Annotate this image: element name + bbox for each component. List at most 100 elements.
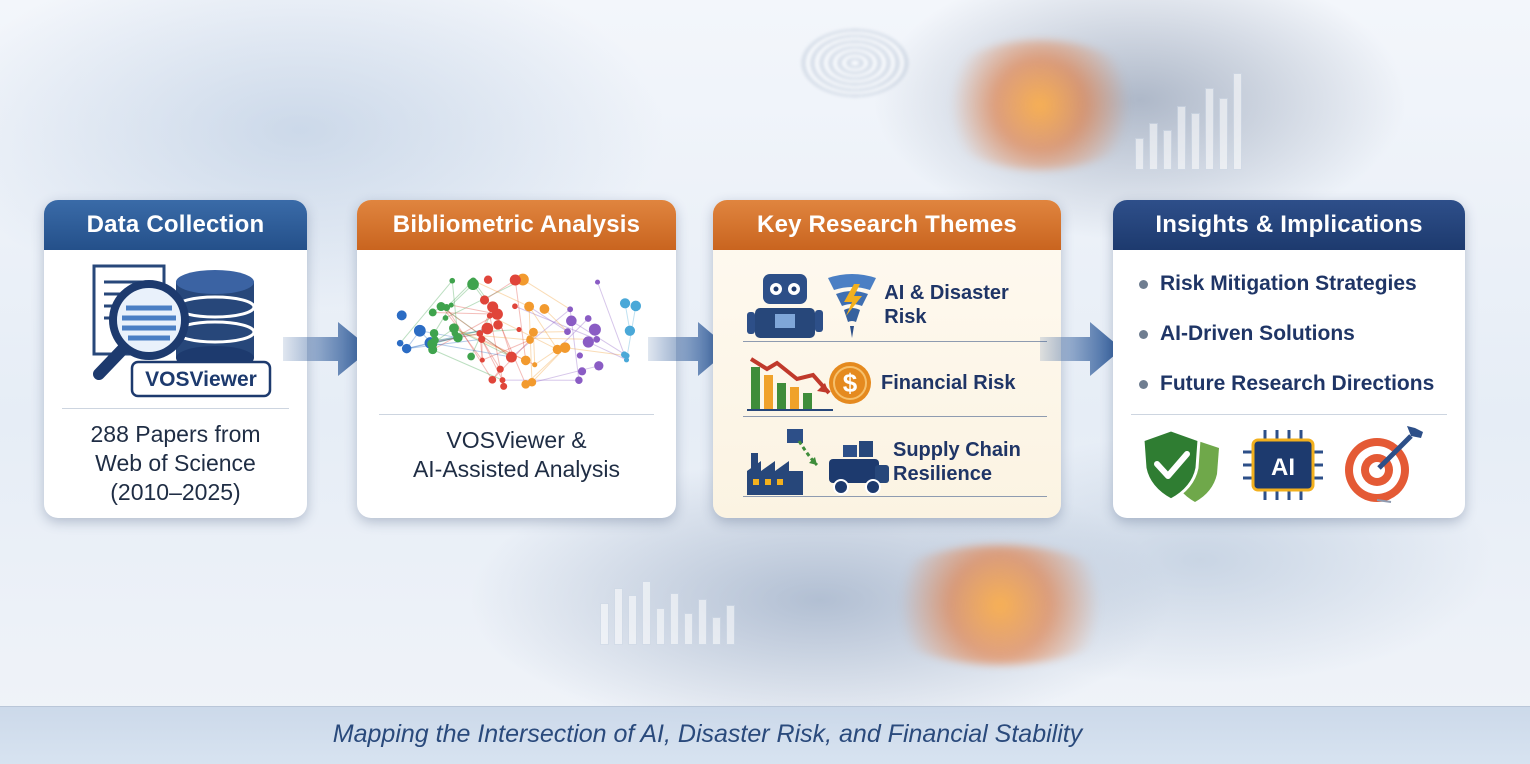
network-node bbox=[532, 362, 537, 367]
network-node bbox=[516, 327, 521, 332]
chip-label: AI bbox=[1271, 454, 1295, 481]
robot-icon bbox=[743, 270, 830, 340]
network-node bbox=[470, 277, 476, 283]
network-node bbox=[510, 274, 521, 285]
card-divider bbox=[379, 414, 654, 415]
network-node bbox=[539, 304, 549, 314]
network-node bbox=[430, 329, 439, 338]
dollar-coin-icon: $ bbox=[827, 360, 873, 406]
network-node bbox=[620, 298, 630, 308]
network-node bbox=[482, 323, 494, 335]
network-node bbox=[467, 353, 475, 361]
theme-divider bbox=[743, 341, 1047, 342]
stage-card-key-research-themes: Key Research Themes AI & Disaster Risk bbox=[713, 200, 1061, 518]
network-edge bbox=[433, 350, 503, 380]
network-node bbox=[493, 320, 503, 330]
network-node bbox=[480, 295, 489, 304]
network-node bbox=[449, 303, 454, 308]
network-node bbox=[487, 313, 493, 319]
network-node bbox=[528, 378, 536, 386]
insight-bullet: AI-Driven Solutions bbox=[1139, 322, 1355, 346]
stage-card-bibliometric-analysis: Bibliometric Analysis VOSViewer & AI-Ass… bbox=[357, 200, 676, 518]
network-node bbox=[429, 309, 437, 317]
theme-label-multiline: Supply Chain Resilience bbox=[893, 438, 1021, 486]
network-node bbox=[527, 336, 532, 341]
network-node bbox=[577, 352, 583, 358]
caption-line: Web of Science bbox=[44, 449, 307, 478]
network-node bbox=[595, 280, 600, 285]
network-node bbox=[487, 301, 498, 312]
bibliometric-caption: VOSViewer & AI-Assisted Analysis bbox=[357, 426, 676, 484]
svg-text:$: $ bbox=[843, 368, 858, 398]
theme-label-line: Resilience bbox=[893, 462, 1021, 486]
network-node bbox=[593, 336, 600, 343]
theme-ai-disaster-risk: AI & Disaster Risk bbox=[723, 270, 1051, 340]
caption-line: 288 Papers from bbox=[44, 420, 307, 449]
ai-chip-icon: AI bbox=[1241, 426, 1325, 504]
network-node bbox=[631, 301, 642, 312]
network-node bbox=[564, 328, 571, 335]
network-node bbox=[414, 325, 426, 337]
network-node bbox=[625, 326, 635, 336]
network-edge bbox=[515, 280, 525, 360]
network-node bbox=[567, 306, 573, 312]
wildfire-graphic-bottom bbox=[870, 545, 1130, 665]
bullet-text: Risk Mitigation Strategies bbox=[1160, 272, 1417, 296]
network-node bbox=[443, 315, 449, 321]
footer-tagline: Mapping the Intersection of AI, Disaster… bbox=[0, 720, 1415, 749]
network-edge bbox=[400, 281, 452, 344]
network-node bbox=[529, 328, 538, 337]
network-node bbox=[578, 367, 586, 375]
network-node bbox=[397, 310, 407, 320]
caption-line: AI-Assisted Analysis bbox=[357, 455, 676, 484]
network-node bbox=[583, 336, 594, 347]
network-node bbox=[500, 383, 507, 390]
network-node bbox=[500, 377, 506, 383]
network-node bbox=[452, 330, 459, 337]
network-node bbox=[585, 315, 592, 322]
truck-icon bbox=[819, 425, 891, 499]
network-node bbox=[484, 276, 492, 284]
wildfire-graphic-top bbox=[930, 40, 1150, 170]
stage-card-data-collection: Data Collection VOSViewer 288 Pap bbox=[44, 200, 307, 518]
data-collection-caption: 288 Papers from Web of Science (2010–202… bbox=[44, 420, 307, 507]
network-node bbox=[524, 302, 534, 312]
network-edge bbox=[533, 332, 534, 364]
network-node bbox=[553, 345, 562, 354]
vosviewer-logo: VOSViewer bbox=[145, 368, 257, 391]
stage-title: Insights & Implications bbox=[1113, 200, 1465, 250]
insight-bullet: Future Research Directions bbox=[1139, 372, 1434, 396]
card-divider bbox=[62, 408, 289, 409]
bullet-text: Future Research Directions bbox=[1160, 372, 1434, 396]
theme-label: AI & Disaster Risk bbox=[884, 281, 1051, 329]
network-node bbox=[497, 366, 504, 373]
vosviewer-logo-text: VOSViewer bbox=[145, 368, 257, 391]
stage-title: Key Research Themes bbox=[713, 200, 1061, 250]
network-node bbox=[589, 324, 601, 336]
network-node bbox=[402, 344, 411, 353]
card-divider bbox=[1131, 414, 1447, 415]
network-node bbox=[521, 356, 531, 366]
bullet-dot bbox=[1139, 380, 1148, 389]
network-node bbox=[437, 302, 446, 311]
bullet-dot bbox=[1139, 330, 1148, 339]
network-node bbox=[397, 340, 404, 347]
caption-line: (2010–2025) bbox=[44, 478, 307, 507]
insight-bullet: Risk Mitigation Strategies bbox=[1139, 272, 1417, 296]
network-graph-icon bbox=[357, 256, 676, 416]
network-edge bbox=[529, 307, 532, 383]
falling-bars-icon bbox=[747, 353, 833, 413]
caption-line: VOSViewer & bbox=[357, 426, 676, 455]
target-icon bbox=[1337, 424, 1427, 504]
bullet-text: AI-Driven Solutions bbox=[1160, 322, 1355, 346]
hurricane-graphic bbox=[800, 28, 910, 98]
network-edge bbox=[598, 282, 625, 355]
stage-title: Data Collection bbox=[44, 200, 307, 250]
stage-title: Bibliometric Analysis bbox=[357, 200, 676, 250]
network-node bbox=[594, 361, 603, 370]
network-node bbox=[478, 336, 485, 343]
network-node bbox=[566, 316, 577, 327]
data-collection-illustration: VOSViewer bbox=[44, 252, 307, 422]
shield-check-icon bbox=[1137, 426, 1227, 504]
theme-financial-risk: $ Financial Risk bbox=[723, 352, 1051, 414]
